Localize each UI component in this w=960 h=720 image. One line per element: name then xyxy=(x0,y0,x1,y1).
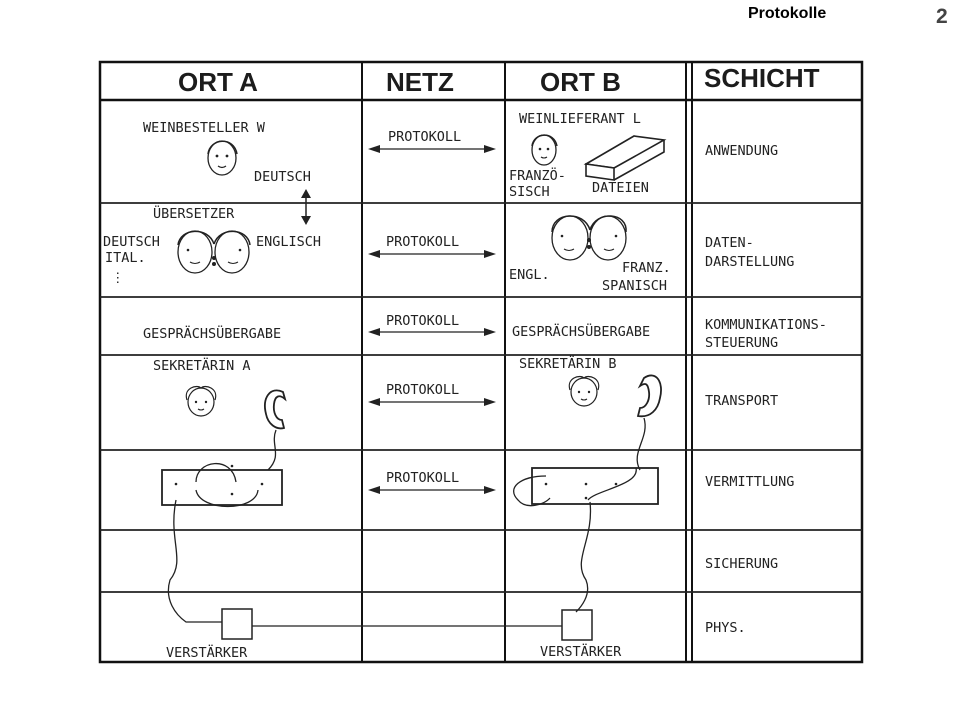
ort-b-gespraech: GESPRÄCHSÜBERGABE xyxy=(512,322,650,340)
ort-a-deutsch: DEUTSCH xyxy=(254,169,311,185)
telephone-handset-icon xyxy=(636,374,662,471)
ort-b-franzoe: FRANZÖ- xyxy=(509,166,566,184)
ort-b-weinlieferant: WEINLIEFERANT L xyxy=(519,111,641,127)
ort-b-verstaerker: VERSTÄRKER xyxy=(540,642,622,660)
ort-a-gespraech: GESPRÄCHSÜBERGABE xyxy=(143,324,281,342)
layer-kommunikations: KOMMUNIKATIONS- xyxy=(705,317,827,333)
ort-a-switchboard xyxy=(161,469,283,506)
layer-anwendung: ANWENDUNG xyxy=(705,143,778,159)
layer-steuerung: STEUERUNG xyxy=(705,335,778,351)
protokoll-label: PROTOKOLL xyxy=(386,470,459,486)
layer-phys: PHYS. xyxy=(705,620,746,636)
protokoll-label: PROTOKOLL xyxy=(386,313,459,329)
protocol-arrow-vermittlung: PROTOKOLL xyxy=(368,470,496,494)
translator-faces-icon xyxy=(551,215,627,261)
ort-a-ital: ITAL. xyxy=(105,250,146,266)
layer-daten: DATEN- xyxy=(705,235,754,251)
ort-a-switchboard-wires xyxy=(167,462,264,623)
translator-faces-icon xyxy=(177,230,251,274)
ort-b-engl: ENGL. xyxy=(509,267,550,283)
face-icon xyxy=(531,134,558,166)
ort-a-weinbesteller: WEINBESTELLER W xyxy=(143,120,266,136)
ort-b-sisch: SISCH xyxy=(509,184,550,200)
protokoll-label: PROTOKOLL xyxy=(386,382,459,398)
ort-a-sekretaerin: SEKRETÄRIN A xyxy=(153,356,251,374)
page-number: 2 xyxy=(936,5,948,28)
page-title: Protokolle xyxy=(748,5,827,22)
ort-b-franz: FRANZ. xyxy=(622,260,671,276)
ort-b-switchboard-wires xyxy=(513,467,637,613)
secretary-face-icon xyxy=(185,385,217,417)
ort-a-amplifier xyxy=(221,608,253,640)
vertical-arrow xyxy=(301,189,311,225)
telephone-handset-icon xyxy=(264,389,287,471)
header-netz: NETZ xyxy=(386,67,454,97)
diagram-frame xyxy=(98,60,864,664)
ort-b-sekretaerin: SEKRETÄRIN B xyxy=(519,354,617,372)
ort-a-verstaerker: VERSTÄRKER xyxy=(166,643,248,661)
header-ort-b: ORT B xyxy=(540,67,621,97)
header-ort-a: ORT A xyxy=(178,67,258,97)
ort-a-uebersetzer: ÜBERSETZER xyxy=(153,204,235,222)
protokoll-label: PROTOKOLL xyxy=(388,129,461,145)
ort-b-spanisch: SPANISCH xyxy=(602,278,667,294)
ort-b-switchboard xyxy=(531,467,659,505)
secretary-face-icon xyxy=(568,375,600,407)
ort-a-englisch: ENGLISCH xyxy=(256,234,321,250)
ort-b-amplifier xyxy=(561,609,593,641)
protocol-arrow-kommunikation: PROTOKOLL xyxy=(368,313,496,336)
protocol-arrow-transport: PROTOKOLL xyxy=(368,382,496,406)
file-box-icon xyxy=(583,135,667,181)
layer-sicherung: SICHERUNG xyxy=(705,556,778,572)
layer-darstellung: DARSTELLUNG xyxy=(705,254,794,270)
protocol-arrow-anwendung: PROTOKOLL xyxy=(368,129,496,153)
face-icon xyxy=(207,140,238,176)
protocol-arrow-darstellung: PROTOKOLL xyxy=(368,234,496,258)
layer-vermittlung: VERMITTLUNG xyxy=(705,474,794,490)
protokoll-label: PROTOKOLL xyxy=(386,234,459,250)
ort-a-deutsch-2: DEUTSCH xyxy=(103,234,160,250)
ort-a-dots: ⋮ xyxy=(111,270,125,286)
header-schicht: SCHICHT xyxy=(704,63,820,93)
layer-transport: TRANSPORT xyxy=(705,393,778,409)
ort-b-dateien: DATEIEN xyxy=(592,180,649,196)
